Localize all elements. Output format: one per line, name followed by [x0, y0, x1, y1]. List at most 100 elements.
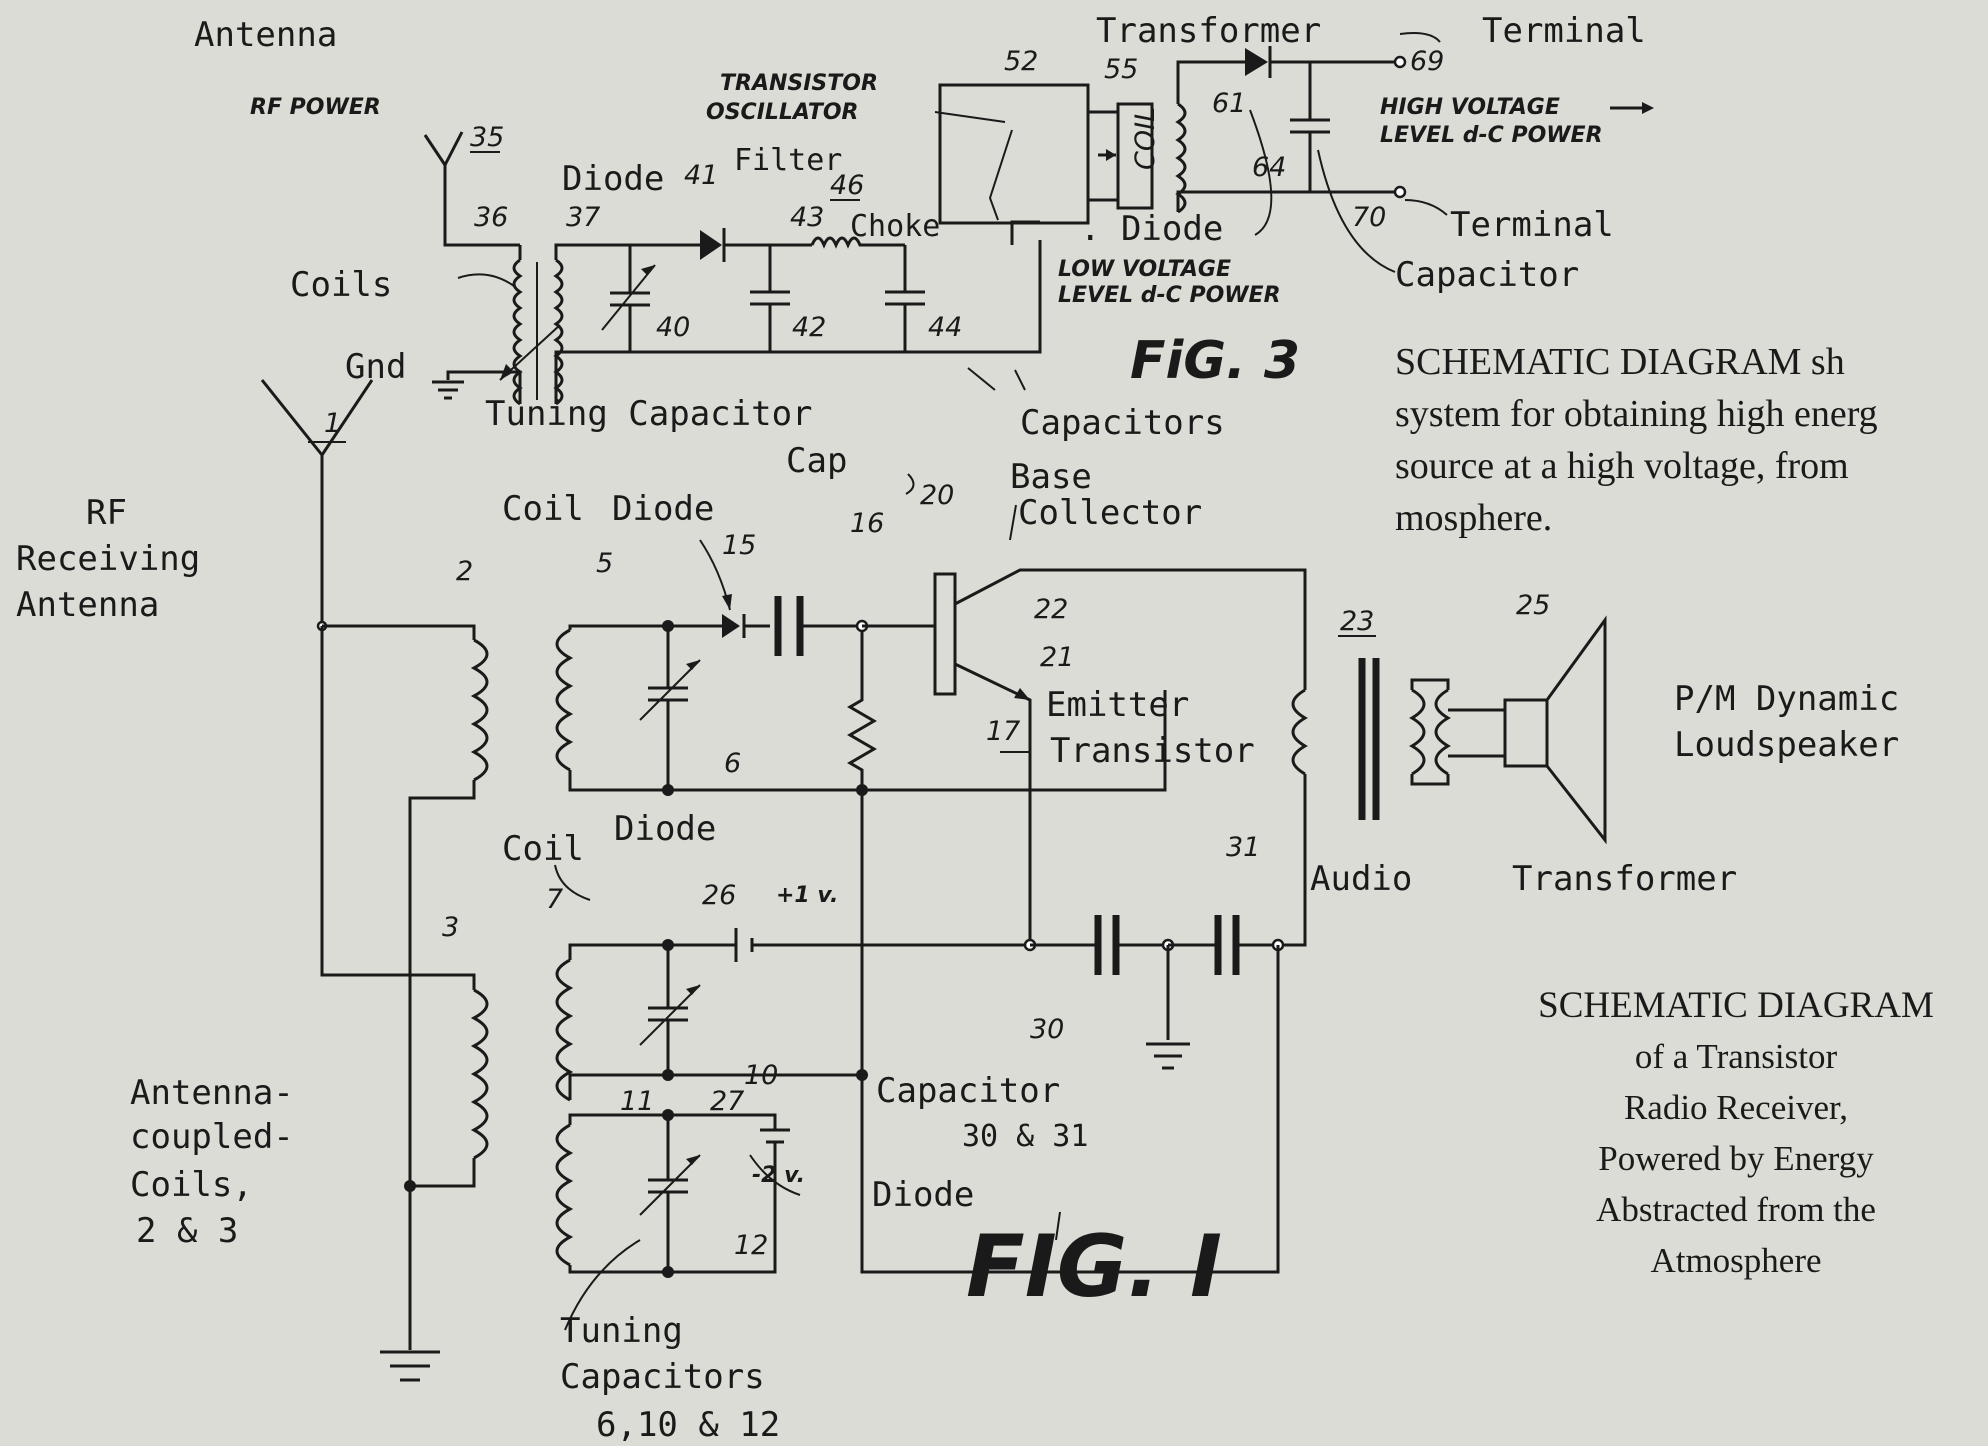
- capacitor-44-symbol: [885, 245, 925, 352]
- fig1-caps-numbers-label: 6,10 & 12: [596, 1405, 780, 1445]
- coil-3-symbol: [320, 626, 489, 1192]
- fig1-figure-label: FIG. I: [966, 1217, 1222, 1317]
- fig3-filter-label: Filter: [734, 143, 842, 178]
- fig1-antenna-coupled-label-3: Coils,: [130, 1165, 253, 1205]
- fig1-ref-6: 6: [724, 748, 741, 779]
- fig1-ref-10: 10: [744, 1060, 778, 1091]
- fig1-receiving-label: Receiving: [16, 539, 200, 579]
- fig1-ref-17: 17: [986, 716, 1020, 747]
- fig1-ref-20: 20: [920, 480, 954, 511]
- fig1-pm-dynamic-label: P/M Dynamic: [1674, 679, 1899, 719]
- fig1-ref-2: 2: [456, 556, 473, 587]
- diode-41-symbol: [690, 228, 812, 262]
- ground-symbol-fig3: [432, 380, 464, 400]
- fig3-ref-55: 55: [1104, 54, 1138, 85]
- fig3-high-voltage-label-2: LEVEL d-C POWER: [1380, 123, 1603, 148]
- fig3-caption: SCHEMATIC DIAGRAM sh system for obtainin…: [1395, 336, 1988, 544]
- fig1-capacitor-refs-label: 30 & 31: [962, 1119, 1088, 1154]
- fig3-rf-power-label: RF POWER: [250, 95, 381, 120]
- fig1-transistor-label: Transistor: [1050, 731, 1255, 771]
- fig3-ref-37: 37: [566, 202, 600, 233]
- fig1-ref-7: 7: [546, 884, 563, 915]
- transistor-20-symbol: [862, 568, 1307, 945]
- fig1-labels: RF Receiving Antenna Coil Diode Cap Base…: [16, 408, 1899, 1445]
- fig1-transformer-label: Transformer: [1512, 859, 1737, 899]
- fig3-ref-69: 69: [1410, 46, 1444, 77]
- fig3-capacitor-label: Capacitor: [1395, 255, 1579, 295]
- fig3-leader-lines: [457, 32, 1448, 391]
- fig3-caption-line-1: SCHEMATIC DIAGRAM sh: [1395, 341, 1845, 383]
- battery-26-symbol: [668, 928, 1037, 962]
- capacitors-30-31-symbol: [1030, 915, 1285, 1040]
- fig1-caption-title: SCHEMATIC DIAGRAM: [1538, 985, 1934, 1026]
- fig3-ref-52: 52: [1004, 46, 1038, 77]
- fig3-diode-label: Diode: [562, 159, 664, 199]
- fig3-gnd-label: Gnd: [345, 347, 406, 387]
- fig3-low-voltage-label-1: LOW VOLTAGE: [1058, 257, 1231, 282]
- fig3-oscillator-label-2: OSCILLATOR: [706, 100, 859, 125]
- fig1-leader-lines: [554, 473, 1061, 1331]
- capacitor-42-symbol: [750, 245, 790, 352]
- fig1-ref-27: 27: [710, 1086, 744, 1117]
- fig1-ref-12: 12: [734, 1230, 768, 1261]
- fig1-caption: SCHEMATIC DIAGRAM of a Transistor Radio …: [1484, 980, 1988, 1286]
- fig1-coil-top-label: Coil: [502, 489, 584, 529]
- fig3-ref-36: 36: [474, 202, 508, 233]
- fig3-ref-61: 61: [1212, 88, 1246, 119]
- fig3-labels: Antenna RF POWER Coils Gnd Diode Filter …: [194, 11, 1654, 443]
- fig3-ref-70: 70: [1352, 202, 1386, 233]
- fig1-ref-31: 31: [1226, 832, 1260, 863]
- fig3-transformer-label: Transformer: [1096, 11, 1321, 51]
- fig3-ref-46: 46: [830, 170, 864, 201]
- fig1-diode-bottom-label: Diode: [872, 1175, 974, 1215]
- fig3-terminal-bottom-label: Terminal: [1450, 205, 1614, 245]
- fig1-circuit: [260, 379, 1607, 1382]
- fig1-audio-label: Audio: [1310, 859, 1412, 899]
- rf-power-antenna-symbol: [423, 131, 520, 247]
- fig3-capacitors-label: Capacitors: [1020, 403, 1225, 443]
- fig1-base-label: Base: [1010, 457, 1092, 497]
- fig1-plus-one-v-label: +1 v.: [776, 883, 838, 908]
- choke-43-symbol: [810, 236, 905, 249]
- ground-symbol-fig1-right: [1146, 1042, 1190, 1070]
- audio-transformer-23-symbol: [1278, 658, 1505, 947]
- fig3-coil-box-label: COIL: [1130, 107, 1161, 170]
- fig3-caption-line-4: mosphere.: [1395, 497, 1553, 539]
- fig1-caption-line-2: Radio Receiver,: [1623, 1088, 1849, 1127]
- transformer-55-symbol: [1175, 60, 1330, 214]
- terminals-69-70: [1330, 55, 1407, 199]
- coil-2-symbol: [322, 624, 489, 1350]
- fig1-ref-21: 21: [1040, 642, 1074, 673]
- fig3-diode-right-label: . Diode: [1080, 209, 1223, 249]
- fig3-antenna-label: Antenna: [194, 15, 337, 55]
- fig1-coil-mid-label: Coil: [502, 829, 584, 869]
- fig1-ref-26: 26: [702, 880, 736, 911]
- fig1-emitter-label: Emitter: [1046, 685, 1189, 725]
- fig1-ref-5: 5: [596, 548, 613, 579]
- fig3-high-voltage-arrowhead: [1642, 102, 1654, 114]
- fig1-antenna-coupled-label-4: 2 & 3: [136, 1211, 238, 1251]
- tuning-capacitor-40-symbol: [601, 245, 656, 352]
- fig3-ref-40: 40: [656, 312, 690, 343]
- diode-61-symbol: [1245, 46, 1380, 78]
- fig3-caption-line-3: source at a high voltage, from: [1395, 445, 1849, 487]
- fig3-ref-44: 44: [928, 312, 962, 343]
- resistor-symbol: [847, 630, 877, 796]
- fig3-caption-line-2: system for obtaining high energ: [1395, 393, 1878, 435]
- fig3-ref-42: 42: [792, 312, 826, 343]
- diode-15-symbol: [668, 614, 770, 638]
- ground-symbol-fig1-left: [380, 1350, 440, 1382]
- oscillator-box-52: [938, 83, 1154, 245]
- coil-7-symbol: [555, 943, 862, 1102]
- fig1-capacitors-label: Capacitors: [560, 1357, 765, 1397]
- tuning-capacitor-10-symbol: [639, 939, 701, 1081]
- fig1-caption-line-4: Abstracted from the: [1596, 1190, 1876, 1229]
- fig1-cap-label: Cap: [786, 441, 847, 481]
- fig3-circuit: [423, 32, 1448, 406]
- rf-receiving-antenna-symbol: [260, 379, 374, 632]
- fig1-antenna-coupled-label-2: coupled-: [130, 1117, 294, 1157]
- fig1-ref-23: 23: [1340, 606, 1374, 637]
- fig1-capacitor-label: Capacitor: [876, 1071, 1060, 1111]
- fig1-ref-16: 16: [850, 508, 884, 539]
